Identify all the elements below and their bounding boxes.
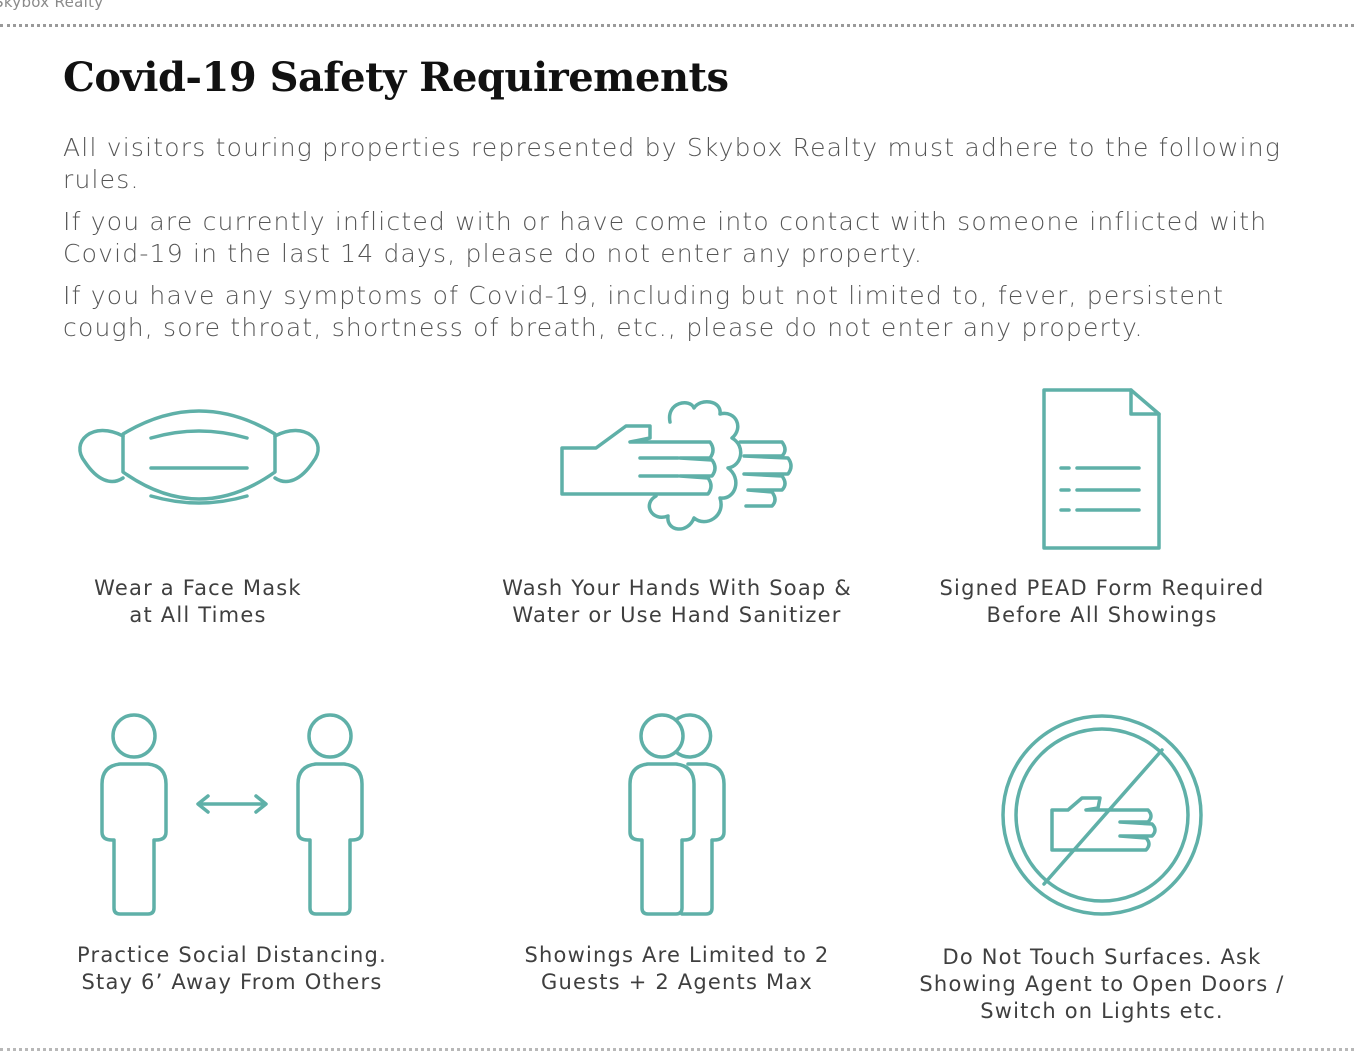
social-distancing-icon	[100, 713, 364, 916]
requirement-caption: Do Not Touch Surfaces. Ask Showing Agent…	[919, 945, 1285, 1023]
requirement-caption: Wash Your Hands With Soap & Water or Use…	[502, 576, 852, 627]
no-touch-icon	[1001, 714, 1203, 916]
requirement-caption: Showings Are Limited to 2 Guests + 2 Age…	[524, 943, 830, 994]
requirement-caption: Wear a Face Mask at All Times	[94, 576, 302, 627]
bottom-divider	[0, 1048, 1354, 1051]
requirement-caption: Signed PEAD Form Required Before All Sho…	[939, 576, 1265, 627]
intro-paragraph: If you have any symptoms of Covid-19, in…	[63, 281, 1225, 342]
face-mask-icon	[78, 409, 320, 505]
page-title: Covid-19 Safety Requirements	[63, 54, 729, 101]
requirement-caption: Practice Social Distancing. Stay 6’ Away…	[77, 943, 387, 994]
intro-paragraph: All visitors touring properties represen…	[63, 133, 1282, 194]
intro-text: All visitors touring properties represen…	[63, 132, 1313, 354]
intro-paragraph: If you are currently inflicted with or h…	[63, 207, 1268, 268]
brand-label: Skybox Realty	[0, 0, 104, 11]
hand-washing-icon	[560, 400, 793, 531]
top-divider	[0, 24, 1354, 27]
document-icon	[1042, 388, 1161, 550]
two-people-icon	[628, 713, 726, 916]
